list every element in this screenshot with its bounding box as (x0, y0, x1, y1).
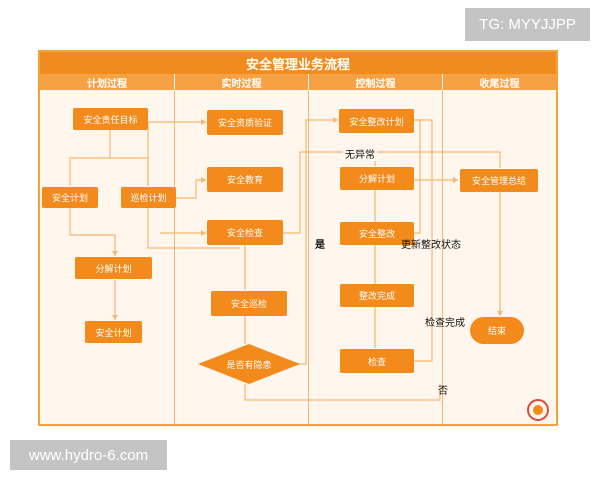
column-divider (174, 90, 175, 424)
node-check: 检查 (340, 349, 414, 373)
decision-label: 是否有隐患 (226, 360, 272, 371)
node-safety-goal: 安全责任目标 (73, 108, 148, 130)
node-safety-rectify: 安全整改 (340, 222, 414, 245)
label-no-abnormal: 无异常 (343, 146, 377, 161)
brand-logo-icon (527, 399, 549, 421)
node-decompose-plan-2: 分解计划 (340, 167, 414, 190)
node-decompose-plan: 分解计划 (75, 257, 152, 279)
watermark-bottom: www.hydro-6.com (10, 440, 167, 470)
column-header-realtime: 实时过程 (175, 74, 308, 90)
column-header-plan: 计划过程 (40, 74, 174, 90)
column-header-control: 控制过程 (309, 74, 442, 90)
node-safety-inspection: 安全检查 (207, 220, 283, 245)
node-end: 结束 (470, 317, 524, 344)
node-rectify-done: 整改完成 (340, 284, 414, 307)
label-check-complete: 检查完成 (425, 318, 465, 329)
node-qualification-check: 安全资质验证 (207, 110, 283, 135)
diamond-shape (198, 344, 300, 384)
column-header-closing: 收尾过程 (443, 74, 556, 90)
column-divider (308, 90, 309, 424)
node-safety-plan: 安全计划 (42, 187, 98, 208)
node-rectification-plan: 安全整改计划 (339, 109, 414, 133)
node-safety-plan-2: 安全计划 (85, 321, 142, 343)
diagram-title: 安全管理业务流程 (40, 52, 556, 74)
node-safety-education: 安全教育 (207, 167, 283, 192)
column-divider (442, 90, 443, 424)
watermark-top: TG: MYYJJPP (465, 8, 590, 41)
node-hazard-decision: 是否有隐患 (198, 344, 300, 384)
node-summary: 安全管理总结 (460, 169, 538, 192)
node-inspection-plan: 巡检计划 (121, 187, 176, 208)
label-update-status: 更新整改状态 (401, 240, 461, 251)
label-no: 否 (438, 386, 448, 397)
node-safety-patrol: 安全巡检 (211, 291, 287, 316)
label-yes: 是 (315, 240, 325, 251)
